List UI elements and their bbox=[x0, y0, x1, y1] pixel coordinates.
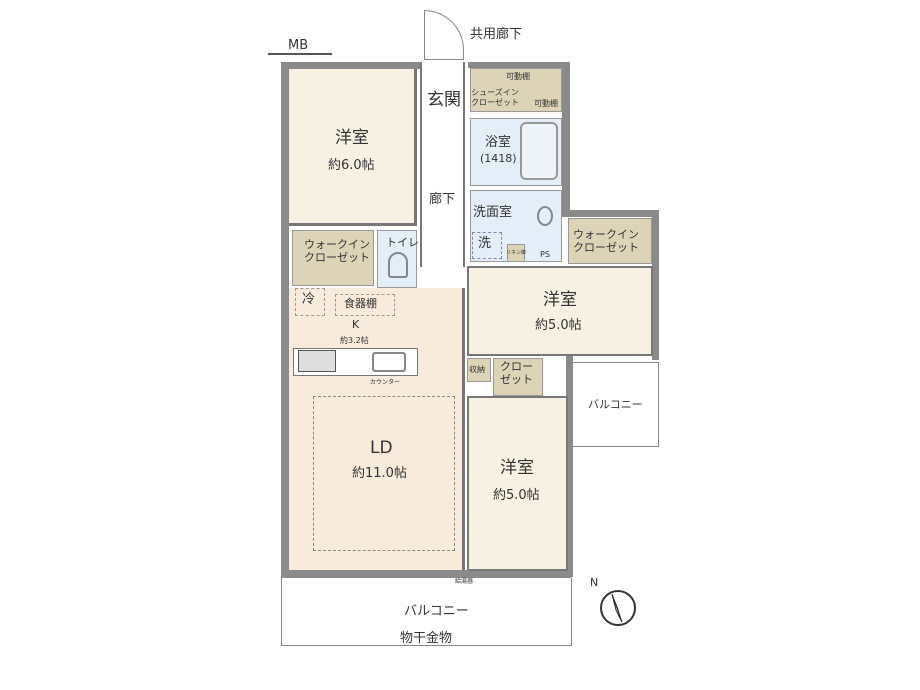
wall-left bbox=[281, 62, 289, 577]
wic-left-label: ウォークイン クローゼット bbox=[304, 238, 370, 265]
western-room-1 bbox=[289, 69, 417, 226]
bath-label: 浴室 bbox=[485, 135, 512, 150]
western-room-2 bbox=[467, 266, 653, 356]
compass-icon bbox=[600, 590, 636, 626]
ld-area bbox=[313, 396, 455, 551]
washer-space bbox=[472, 232, 502, 259]
common-corridor-label: 共用廊下 bbox=[470, 27, 523, 42]
storage-label: 収納 bbox=[469, 365, 485, 374]
cupboard bbox=[335, 294, 395, 316]
north-label: N bbox=[590, 576, 599, 589]
water-heater-label: 給湯器 bbox=[455, 578, 474, 585]
wall-right bbox=[652, 210, 659, 360]
fridge-space bbox=[295, 288, 325, 316]
hallway bbox=[420, 62, 465, 267]
bathtub-icon bbox=[520, 122, 558, 180]
storage bbox=[467, 358, 491, 382]
wall-top-right bbox=[468, 62, 568, 68]
linen-label: リネン庫 bbox=[506, 250, 527, 256]
western-room-1-size: 約6.0帖 bbox=[328, 158, 375, 173]
western-room-3-size: 約5.0帖 bbox=[493, 488, 540, 503]
bath-size: (1418) bbox=[480, 152, 517, 165]
kitchen-size: 約3.2帖 bbox=[340, 336, 369, 345]
movable-shelf-label: 可動棚 bbox=[506, 72, 530, 81]
walk-in-closet-left bbox=[292, 230, 374, 286]
wall-wic bbox=[562, 210, 658, 217]
washroom-label: 洗面室 bbox=[473, 205, 513, 220]
ld-label: LD bbox=[370, 438, 393, 458]
wall-bottom bbox=[281, 570, 571, 578]
linen-closet bbox=[507, 244, 525, 262]
western-room-1-label: 洋室 bbox=[335, 128, 369, 148]
ld-size: 約11.0帖 bbox=[352, 466, 407, 481]
side-balcony-label: バルコニー bbox=[588, 398, 643, 411]
counter-label: カウンター bbox=[370, 379, 401, 386]
closet bbox=[493, 358, 543, 396]
toilet-icon bbox=[388, 252, 408, 278]
shoes-in-closet bbox=[470, 68, 562, 112]
balcony bbox=[281, 578, 572, 646]
toilet-label: トイレ bbox=[386, 236, 419, 249]
balcony-label: バルコニー bbox=[404, 604, 469, 619]
sink-icon bbox=[537, 206, 553, 226]
western-room-2-label: 洋室 bbox=[543, 290, 577, 310]
wall-top bbox=[281, 62, 421, 69]
shoes-closet-label: シューズイン クローゼット bbox=[471, 88, 519, 107]
hallway-label: 廊下 bbox=[429, 192, 456, 207]
western-room-2-size: 約5.0帖 bbox=[535, 318, 582, 333]
washer-label: 洗 bbox=[478, 236, 492, 251]
entrance-door[interactable] bbox=[424, 10, 464, 60]
western-room-3-label: 洋室 bbox=[500, 458, 534, 478]
mb-line bbox=[268, 53, 332, 55]
walk-in-closet-right bbox=[568, 218, 652, 264]
movable-shelf-label-2: 可動棚 bbox=[534, 99, 558, 108]
wic-right-label: ウォークイン クローゼット bbox=[573, 228, 639, 255]
wall-right-lower bbox=[566, 355, 573, 577]
cupboard-label: 食器棚 bbox=[344, 297, 377, 310]
living-dining-kitchen bbox=[289, 288, 465, 570]
western-room-3 bbox=[467, 396, 568, 571]
entrance-label: 玄関 bbox=[427, 90, 461, 110]
drying-rack-label: 物干金物 bbox=[400, 631, 453, 646]
mb-label: MB bbox=[288, 38, 309, 53]
kitchen-label: K bbox=[352, 318, 360, 331]
sink-kitchen-icon bbox=[372, 352, 406, 372]
side-balcony bbox=[573, 362, 659, 447]
stove-icon bbox=[298, 350, 336, 372]
wall-right-upper bbox=[562, 62, 570, 217]
ps-label: PS bbox=[540, 250, 550, 259]
closet-label: クロー ゼット bbox=[500, 360, 533, 387]
fridge-label: 冷 bbox=[302, 292, 316, 307]
